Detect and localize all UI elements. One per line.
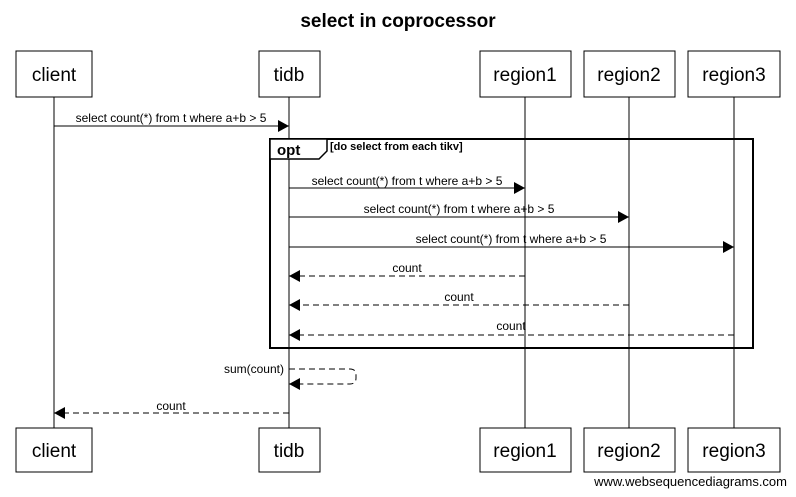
message-label: sum(count) — [224, 362, 284, 376]
participant-box — [479, 50, 572, 98]
message-label: count — [392, 261, 422, 275]
participant-label: region3 — [702, 65, 765, 86]
participant-label: tidb — [274, 441, 305, 462]
participant-box — [479, 427, 572, 473]
participant-region3: region3 — [687, 427, 781, 473]
message-label: select count(*) from t where a+b > 5 — [364, 202, 555, 216]
participant-box — [583, 50, 676, 98]
participant-box — [687, 427, 781, 473]
participant-label: region2 — [597, 65, 660, 86]
participants-bottom: client tidb region1 region2 region3 — [15, 427, 781, 473]
message-label: select count(*) from t where a+b > 5 — [312, 174, 503, 188]
participants-top: client tidb region1 region2 region3 — [15, 50, 781, 98]
opt-frame-tab — [269, 138, 328, 160]
opt-frame-condition: [do select from each tikv] — [330, 141, 463, 153]
messages: select count(*) from t where a+b > 5 sel… — [54, 111, 734, 419]
participant-client: client — [15, 427, 93, 473]
participant-region2: region2 — [583, 50, 676, 98]
opt-frame: opt [do select from each tikv] — [269, 138, 754, 349]
opt-frame-border — [269, 138, 754, 349]
participant-box — [15, 50, 93, 98]
participant-label: region1 — [493, 65, 556, 86]
message-label: count — [156, 399, 186, 413]
footer-credit: www.websequencediagrams.com — [593, 474, 787, 489]
participant-region1: region1 — [479, 427, 572, 473]
participant-client: client — [15, 50, 93, 98]
participant-label: client — [32, 441, 77, 462]
message-arrow-self — [289, 368, 357, 390]
participant-label: region1 — [493, 441, 556, 462]
message-label: select count(*) from t where a+b > 5 — [76, 111, 267, 125]
participant-box — [687, 50, 781, 98]
participant-region2: region2 — [583, 427, 676, 473]
participant-label: region2 — [597, 441, 660, 462]
message-label: count — [496, 319, 526, 333]
participant-box — [258, 427, 321, 473]
participant-label: tidb — [274, 65, 305, 86]
participant-region1: region1 — [479, 50, 572, 98]
participant-box — [583, 427, 676, 473]
message-label: count — [444, 290, 474, 304]
participant-label: region3 — [702, 441, 765, 462]
opt-frame-operator: opt — [277, 142, 300, 159]
message-label: select count(*) from t where a+b > 5 — [416, 232, 607, 246]
diagram-title: select in coprocessor — [300, 11, 496, 32]
participant-label: client — [32, 65, 77, 86]
participant-region3: region3 — [687, 50, 781, 98]
participant-box — [258, 50, 321, 98]
participant-box — [15, 427, 93, 473]
participant-tidb: tidb — [258, 427, 321, 473]
participant-tidb: tidb — [258, 50, 321, 98]
